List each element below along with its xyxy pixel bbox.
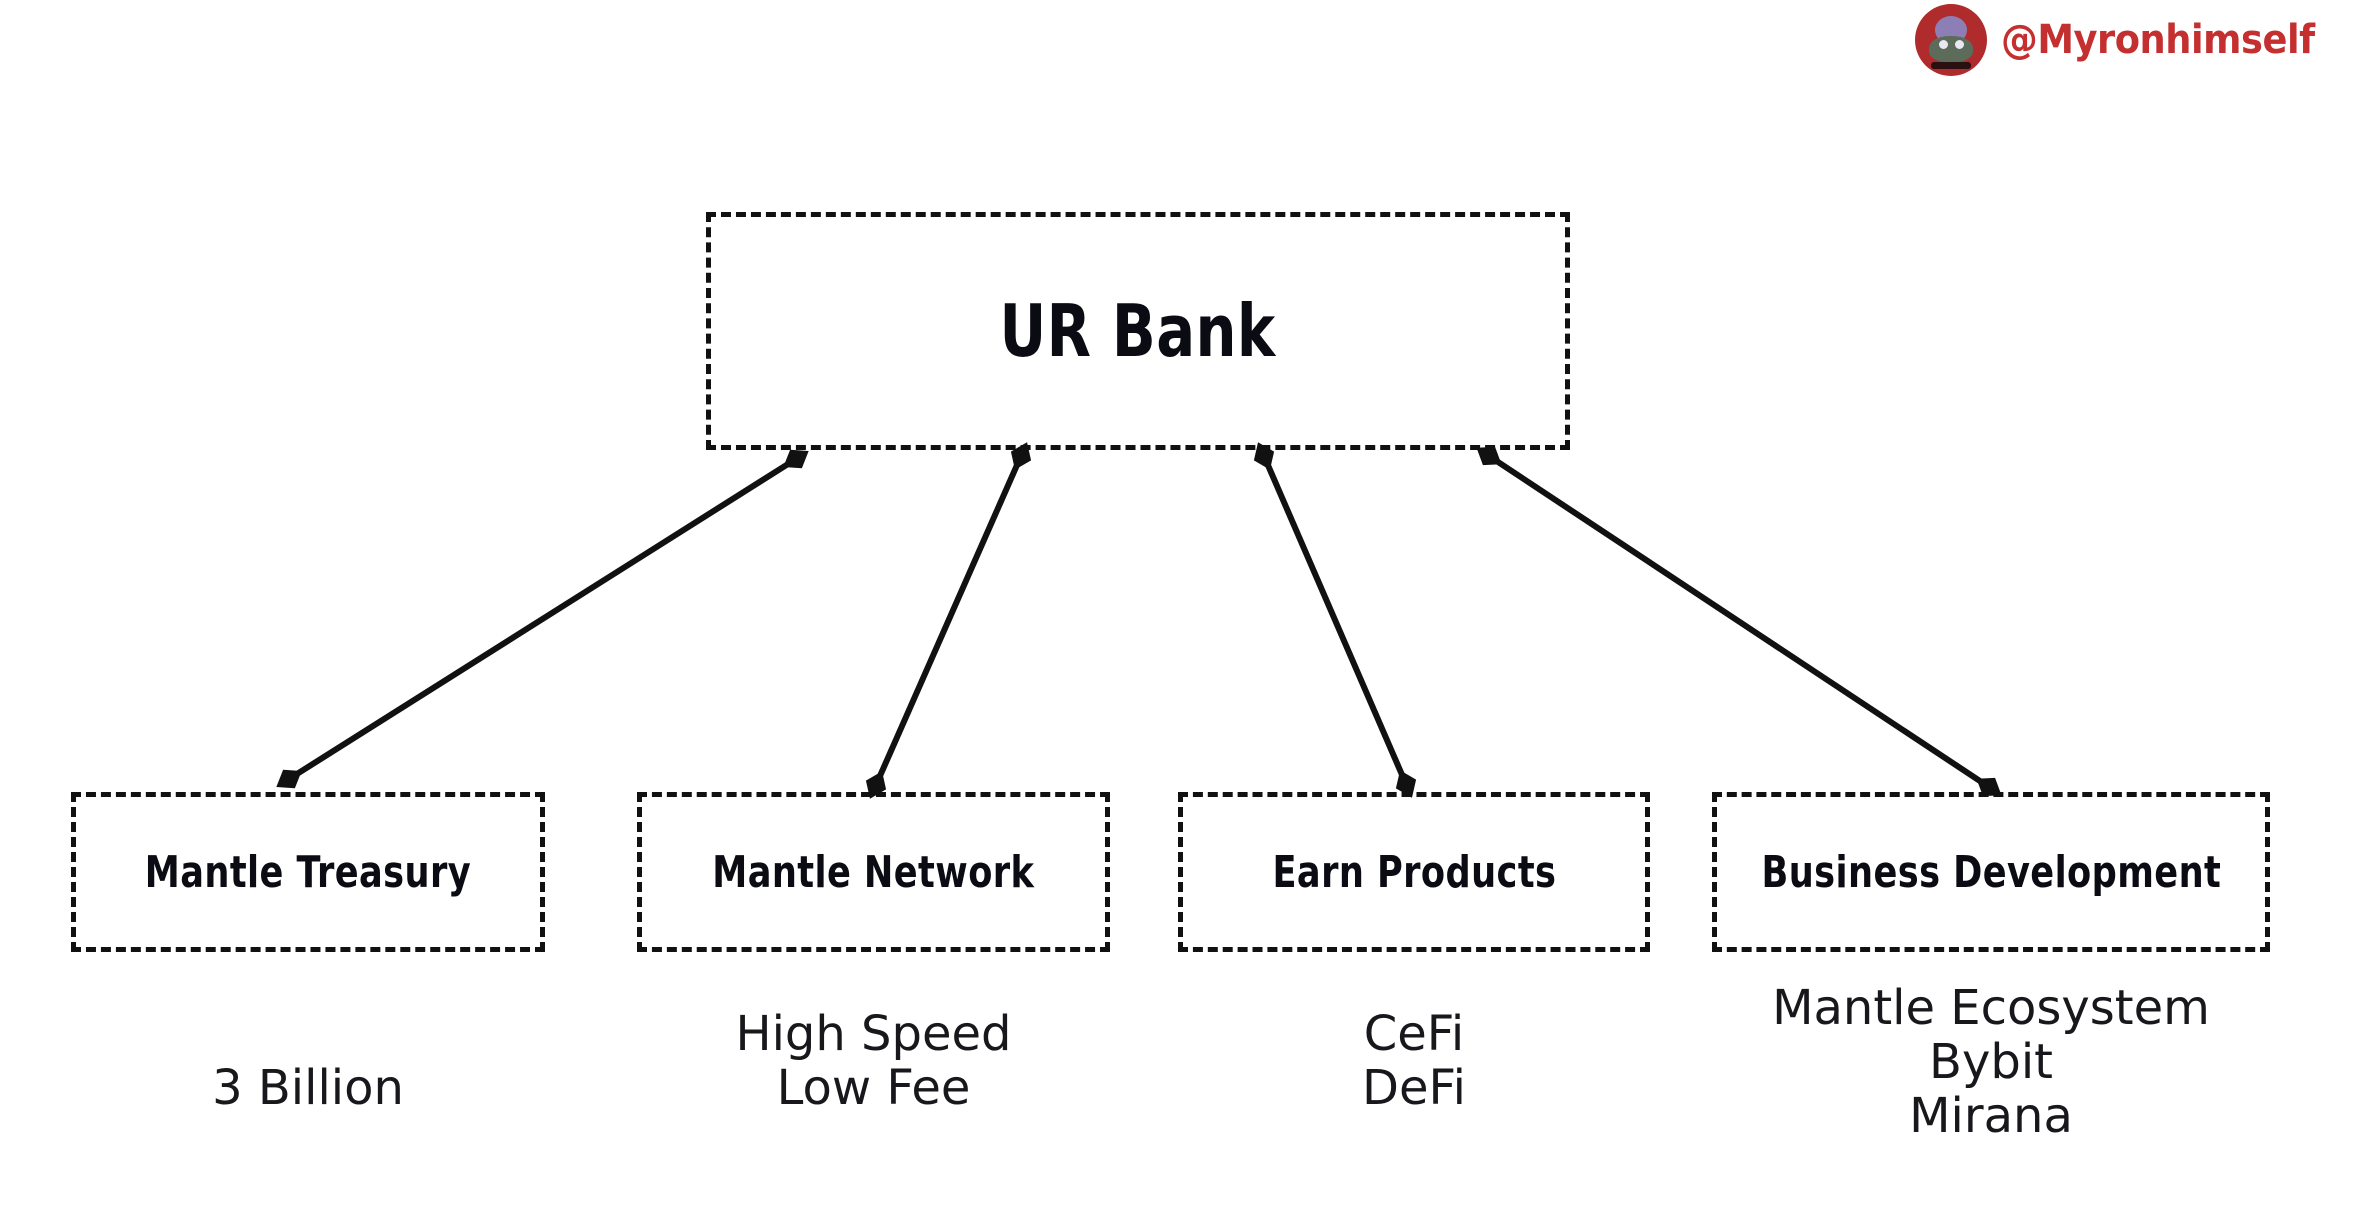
connector-root-to-earn bbox=[1261, 454, 1409, 786]
caption-mantle-treasury: 3 Billion bbox=[212, 1060, 404, 1116]
node-business-development-label: Business Development bbox=[1761, 846, 2221, 898]
node-earn-products-label: Earn Products bbox=[1272, 846, 1556, 898]
node-ur-bank-label: UR Bank bbox=[999, 289, 1277, 373]
node-mantle-network-label: Mantle Network bbox=[712, 846, 1035, 898]
connector-start-diamond-icon bbox=[1476, 446, 1502, 466]
connector-root-to-treasury bbox=[287, 456, 798, 782]
node-business-development[interactable]: Business Development bbox=[1712, 792, 2270, 952]
connector-start-diamond-icon bbox=[783, 449, 809, 469]
caption-earn-products: CeFi DeFi bbox=[1362, 1006, 1466, 1116]
connector-end-diamond-icon bbox=[1976, 777, 2002, 797]
connector-root-to-network bbox=[873, 454, 1024, 787]
caption-business-development: Mantle Ecosystem Bybit Mirana bbox=[1772, 980, 2210, 1144]
connector-end-diamond-icon bbox=[865, 771, 887, 799]
connector-end-diamond-icon bbox=[276, 769, 302, 789]
connector-root-to-bizdev bbox=[1487, 453, 1991, 790]
node-ur-bank[interactable]: UR Bank bbox=[706, 212, 1570, 450]
node-mantle-treasury[interactable]: Mantle Treasury bbox=[71, 792, 545, 952]
caption-mantle-network: High Speed Low Fee bbox=[735, 1006, 1012, 1116]
node-mantle-treasury-label: Mantle Treasury bbox=[144, 846, 472, 898]
watermark: @Myronhimself bbox=[1915, 4, 2342, 76]
node-earn-products[interactable]: Earn Products bbox=[1178, 792, 1650, 952]
avatar-icon bbox=[1915, 4, 1988, 76]
connector-end-diamond-icon bbox=[1395, 770, 1417, 798]
watermark-handle: @Myronhimself bbox=[2001, 17, 2315, 63]
node-mantle-network[interactable]: Mantle Network bbox=[637, 792, 1110, 952]
